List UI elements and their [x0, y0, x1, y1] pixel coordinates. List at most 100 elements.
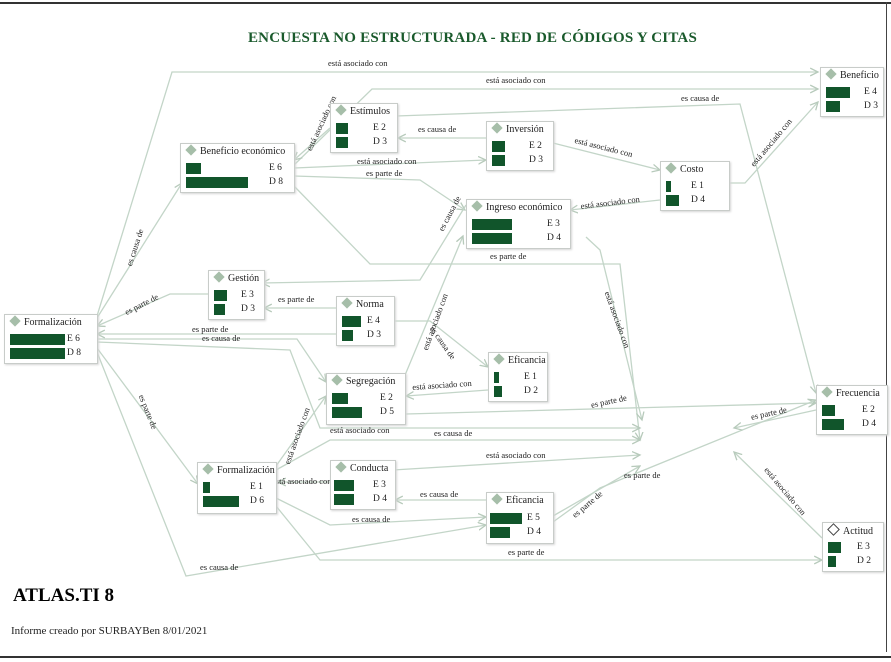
node-conducta[interactable]: Conducta E 3 D 4 — [330, 460, 396, 510]
edge-beneficio-economico-frecuencia — [293, 185, 640, 440]
node-title: Norma — [356, 299, 384, 310]
node-eficancia-2[interactable]: Eficancia E 5 D 4 — [486, 492, 554, 544]
edge-beneficio-economico-ingreso — [293, 175, 465, 210]
edge-formalizacion-eficancia2 — [96, 351, 486, 577]
report-info: Informe creado por SURBAYBen 8/01/2021 — [11, 625, 208, 637]
e-value: E 2 — [529, 141, 542, 151]
node-frecuencia[interactable]: Frecuencia E 2 D 4 — [816, 385, 888, 435]
right-border — [886, 2, 887, 652]
node-title: Formalización — [217, 465, 275, 476]
e-value: E 4 — [367, 316, 380, 326]
edge-inversion-costo — [552, 142, 660, 170]
d-value: D 3 — [864, 101, 878, 111]
relation-label: está asociado con — [486, 450, 546, 460]
d-value: D 4 — [527, 527, 541, 537]
node-title: Actitud — [843, 526, 873, 537]
code-diamond-icon — [471, 200, 483, 212]
node-beneficio-economico[interactable]: Beneficio económico E 6 D 8 — [180, 143, 295, 193]
e-bar — [334, 480, 354, 491]
node-title: Eficancia — [508, 355, 546, 366]
d-bar — [492, 155, 505, 166]
edge-estimulos-frecuencia — [395, 103, 816, 393]
node-title: Costo — [680, 164, 704, 175]
code-diamond-icon — [825, 68, 837, 80]
edge-formalizacion-beneficio-economico — [96, 183, 182, 319]
node-ingreso-economico[interactable]: Ingreso económico E 3 D 4 — [466, 199, 571, 249]
code-diamond-icon — [213, 271, 225, 283]
node-actitud[interactable]: Actitud E 3 D 2 — [822, 522, 884, 572]
code-diamond-icon — [341, 297, 353, 309]
d-value: D 3 — [241, 304, 255, 314]
code-diamond-icon — [185, 144, 197, 156]
d-bar — [822, 419, 844, 430]
d-bar — [826, 101, 840, 112]
node-title: Formalización — [24, 317, 82, 328]
edge-beneficio-economico-inversion — [293, 160, 486, 169]
e-bar — [472, 219, 512, 230]
edge-formalizacion-beneficio — [96, 72, 818, 317]
node-eficancia-1[interactable]: Eficancia E 1 D 2 — [488, 352, 548, 402]
d-bar — [666, 195, 679, 206]
e-bar — [214, 290, 227, 301]
relation-label: es causa de — [420, 489, 459, 499]
node-formalizacion-2[interactable]: Formalización E 1 D 6 — [197, 462, 277, 514]
node-segregacion[interactable]: Segregación E 2 D 5 — [326, 373, 406, 425]
d-value: D 3 — [367, 330, 381, 340]
node-title: Inversión — [506, 124, 544, 135]
edge-formalizacion-segregacion — [97, 338, 326, 382]
edge-formalizacion2-eficancia2 — [275, 497, 486, 526]
node-title: Conducta — [350, 463, 389, 474]
node-beneficio[interactable]: Beneficio E 4 D 3 — [820, 67, 884, 117]
edge-formalizacion-formalizacion2 — [96, 347, 198, 484]
d-value: D 2 — [857, 556, 871, 566]
e-value: E 3 — [373, 480, 386, 490]
software-label: ATLAS.TI 8 — [13, 585, 115, 606]
edge-conducta-center — [392, 455, 640, 471]
e-value: E 2 — [862, 405, 875, 415]
d-bar — [490, 527, 510, 538]
code-diamond-icon — [491, 122, 503, 134]
code-diamond-icon — [665, 162, 677, 174]
e-value: E 3 — [857, 542, 870, 552]
relation-label: es parte de — [192, 324, 229, 334]
top-border — [0, 2, 891, 4]
e-value: E 2 — [380, 393, 393, 403]
node-norma[interactable]: Norma E 4 D 3 — [336, 296, 395, 346]
d-bar — [336, 137, 348, 148]
code-diamond-icon — [202, 463, 214, 475]
relation-label: está asociado con — [486, 75, 546, 85]
e-value: E 6 — [269, 163, 282, 173]
edge-ingreso-frecuencia — [585, 236, 642, 420]
e-bar — [342, 316, 361, 327]
code-diamond-icon — [491, 493, 503, 505]
d-bar — [10, 348, 65, 359]
d-value: D 4 — [691, 195, 705, 205]
d-bar — [828, 556, 836, 567]
edge-formalizacion2-actitud — [275, 505, 822, 560]
node-estimulos[interactable]: Estímulos E 2 D 3 — [330, 103, 398, 153]
node-costo[interactable]: Costo E 1 D 4 — [660, 161, 730, 211]
code-diamond-icon — [821, 386, 833, 398]
d-value: D 4 — [547, 233, 561, 243]
node-title: Beneficio económico — [200, 146, 286, 157]
relation-label: está asociado con — [272, 476, 332, 486]
relation-label: es causa de — [681, 93, 720, 103]
edge-costo-ingreso — [570, 199, 661, 210]
e-bar — [332, 393, 348, 404]
d-bar — [332, 407, 362, 418]
edge-formalizacion2-segregacion — [275, 396, 326, 467]
node-inversion[interactable]: Inversión E 2 D 3 — [486, 121, 554, 171]
node-gestion[interactable]: Gestión E 3 D 3 — [208, 270, 265, 320]
node-formalizacion-1[interactable]: Formalización E 6 D 8 — [4, 314, 98, 364]
relation-label: es causa de — [434, 428, 473, 438]
edge-formalizacion2-center — [275, 440, 640, 471]
d-value: D 3 — [529, 155, 543, 165]
d-bar — [214, 304, 225, 315]
node-title: Estímulos — [350, 106, 391, 117]
edge-frecuencia-center — [734, 409, 817, 428]
e-bar — [336, 123, 348, 134]
edge-gestion-formalizacion — [97, 293, 208, 326]
relation-label: es parte de — [508, 547, 545, 557]
d-value: D 8 — [67, 348, 81, 358]
